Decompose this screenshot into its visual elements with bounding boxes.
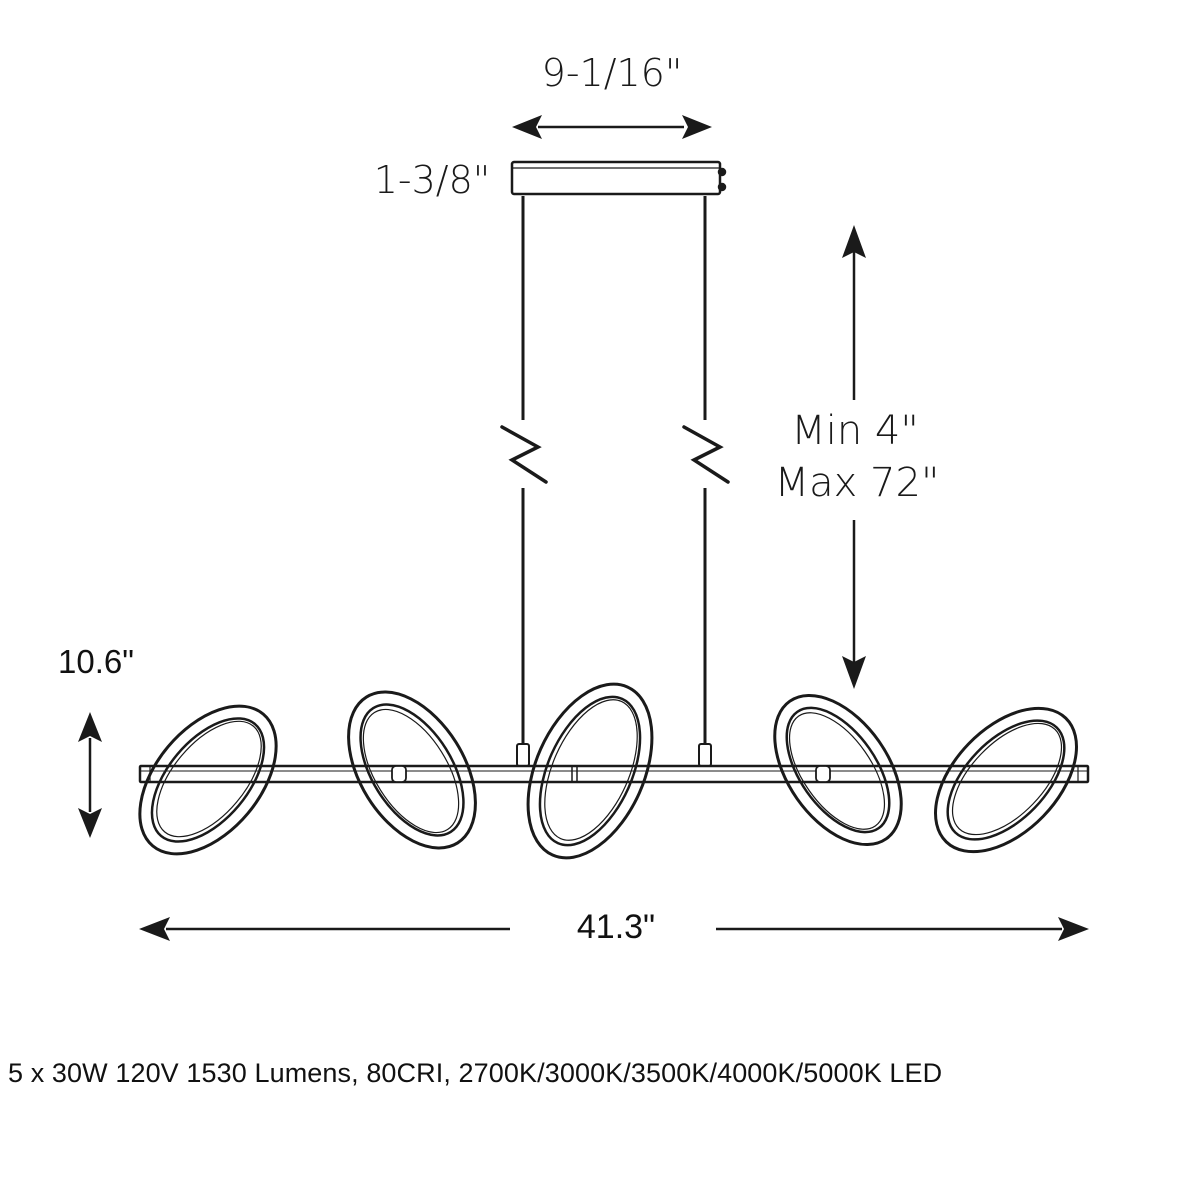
cable-connectors (516, 743, 712, 767)
suspension-cables (521, 196, 707, 745)
fixture-height-arrow (78, 712, 102, 838)
ring-3 (526, 682, 654, 860)
fixture-bar (138, 764, 1090, 784)
ring-5 (934, 706, 1078, 854)
canopy (510, 160, 727, 196)
canopy-width-label: 9-1/16" (542, 51, 683, 95)
suspension-max-label: Max 72" (775, 460, 940, 506)
fixture-length-label: 41.3" (577, 908, 655, 946)
canopy-height-label: 1-3/8" (374, 158, 491, 202)
fixture-length-arrow (139, 917, 1089, 941)
fixture-height-label: 10.6" (58, 643, 134, 680)
cable-break-symbol-left (500, 425, 548, 484)
canopy-width-arrow (512, 115, 712, 139)
ring-2 (347, 690, 477, 850)
ring-4 (773, 693, 903, 847)
ring-1 (138, 704, 278, 856)
specifications-text: 5 x 30W 120V 1530 Lumens, 80CRI, 2700K/3… (8, 1058, 943, 1088)
cable-break-symbol-right (682, 425, 730, 484)
suspension-min-label: Min 4" (791, 408, 919, 454)
suspension-length-arrow (842, 225, 866, 689)
